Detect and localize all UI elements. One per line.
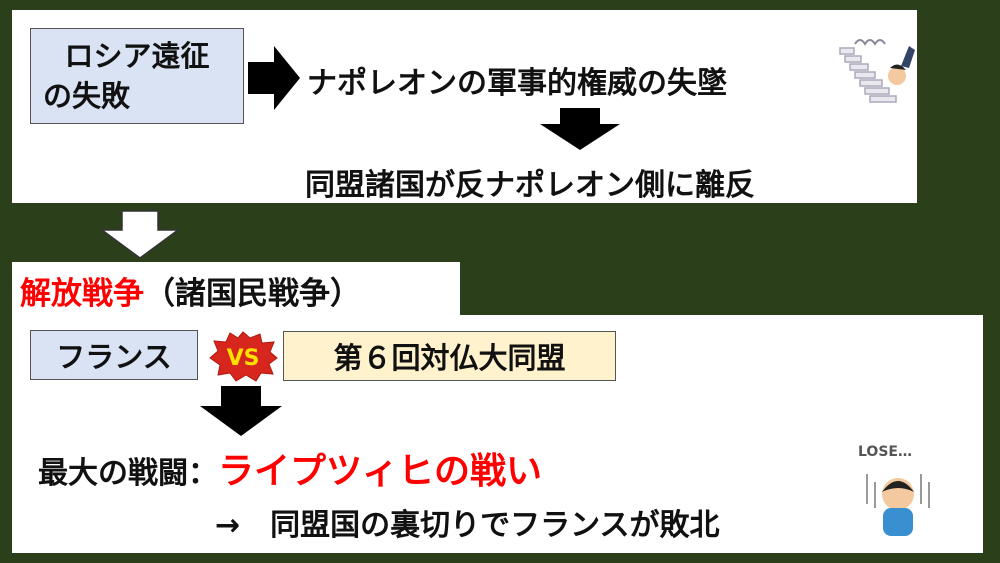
cause-box: ロシア遠征 の失敗 — [30, 28, 244, 124]
coalition-box: 第６回対仏大同盟 — [283, 331, 616, 381]
fall-stairs-illustration-icon — [839, 39, 915, 103]
down-arrow-icon — [540, 108, 620, 150]
battle-name: ライプツィヒの戦い — [218, 451, 543, 492]
down-arrow-outline-icon — [100, 210, 180, 259]
sad-person-icon — [866, 474, 930, 536]
lose-label: LOSE… — [858, 444, 912, 460]
right-arrow-icon — [248, 46, 300, 110]
cause-line2: の失敗 — [43, 79, 131, 113]
battle-line: 最大の戦闘：ライプツィヒの戦い — [38, 442, 542, 494]
battle-label: 最大の戦闘： — [38, 456, 218, 491]
vs-text: VS — [227, 346, 260, 371]
effect-allies-defect: 同盟諸国が反ナポレオン側に離反 — [305, 168, 755, 203]
war-title-box — [12, 262, 460, 316]
cause-line1: ロシア遠征 — [64, 39, 210, 73]
war-title-rest: （諸国民戦争） — [144, 276, 361, 312]
france-box: フランス — [30, 330, 198, 380]
effect-authority-loss: ナポレオンの軍事的権威の失墜 — [307, 66, 727, 101]
result-text: → 同盟国の裏切りでフランスが敗北 — [215, 508, 720, 543]
war-title: 解放戦争（諸国民戦争） — [20, 268, 361, 313]
france-label: フランス — [56, 340, 172, 374]
vs-burst-icon: VS — [209, 331, 278, 382]
coalition-label: 第６回対仏大同盟 — [333, 341, 566, 375]
war-title-red: 解放戦争 — [20, 276, 144, 312]
down-arrow-icon-2 — [200, 386, 282, 436]
lose-illustration: LOSE… — [848, 444, 948, 544]
